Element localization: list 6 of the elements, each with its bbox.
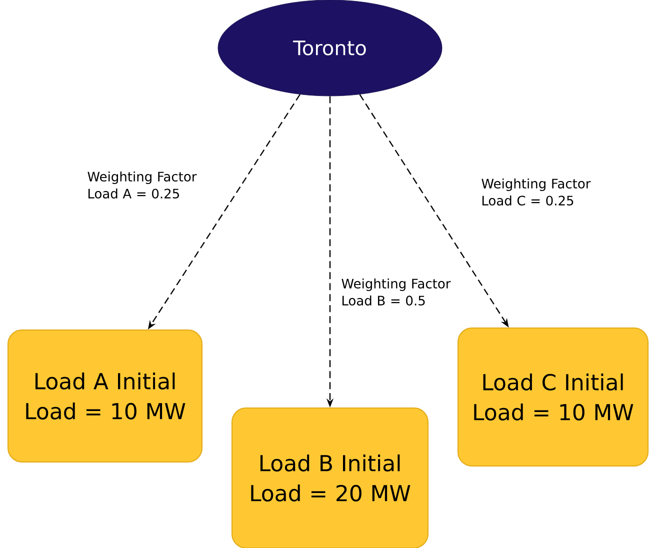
- load-box: Load B Initial Load = 20 MW: [232, 407, 428, 548]
- load-box: Load A Initial Load = 10 MW: [8, 329, 202, 462]
- edge-label: Weighting Factor Load C = 0.25: [480, 177, 602, 207]
- load-box: Load C Initial Load = 10 MW: [458, 327, 648, 466]
- edge-label: Weighting Factor Load A = 0.25: [86, 170, 208, 200]
- edge-label: Weighting Factor Load B = 0.5: [340, 277, 462, 307]
